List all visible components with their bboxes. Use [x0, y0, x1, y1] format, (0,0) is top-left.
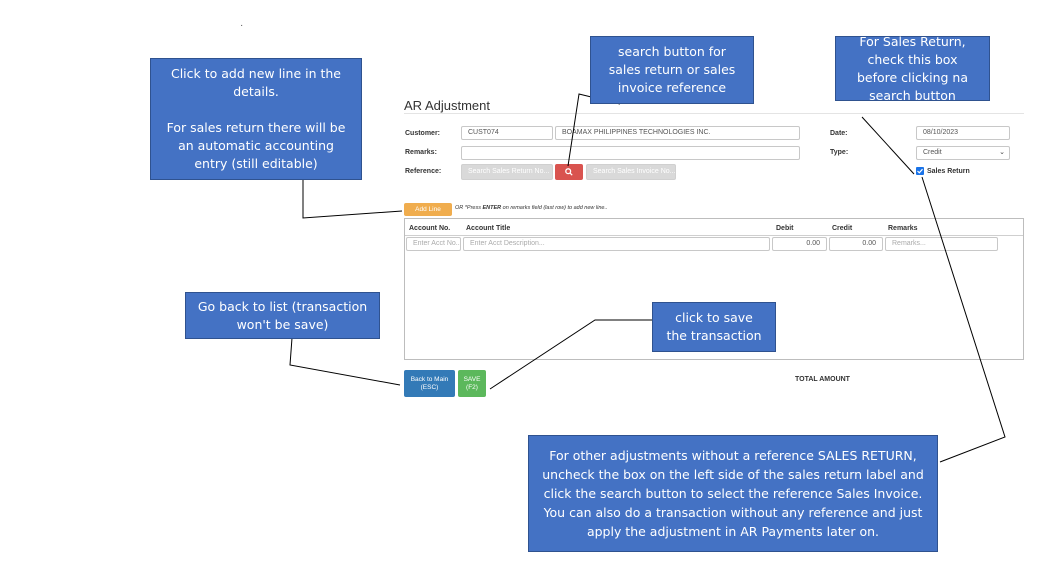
chevron-down-icon: ⌄	[999, 149, 1005, 156]
header-debit: Debit	[776, 225, 794, 232]
callout-sales-return-text: For Sales Return, check this box before …	[856, 33, 969, 103]
add-line-hint: OR *Press ENTER on remarks field (last r…	[455, 205, 608, 211]
details-table	[404, 218, 1024, 360]
header-divider	[405, 235, 1023, 236]
acct-description-input[interactable]: Enter Acct Description...	[463, 237, 770, 251]
sales-invoice-search-input[interactable]: Search Sales Invoice No...	[586, 164, 676, 180]
search-connector	[567, 93, 621, 167]
callout-save-text: click to save the transaction	[666, 310, 762, 343]
callout-other-text: For other adjustments without a referenc…	[542, 448, 924, 539]
remarks-input[interactable]	[461, 146, 800, 160]
save-connector	[489, 319, 652, 390]
callout-search-text: search button for sales return or sales …	[608, 44, 736, 95]
sales-return-checkbox[interactable]	[916, 167, 924, 175]
stray-mark: ·	[240, 20, 244, 31]
search-icon	[565, 168, 573, 176]
credit-input[interactable]: 0.00	[829, 237, 883, 251]
title-divider	[404, 113, 1024, 114]
type-label: Type:	[830, 149, 849, 156]
type-select[interactable]: Credit ⌄	[916, 146, 1010, 160]
sales-return-connector	[861, 116, 915, 175]
callout-other-adjustments: For other adjustments without a referenc…	[528, 435, 938, 552]
hint-suffix: on remarks field (last row) to add new l…	[501, 205, 608, 211]
back-connector	[289, 337, 401, 386]
date-label: Date:	[830, 130, 848, 137]
callout-add-line-text-1: Click to add new line in the details.	[170, 66, 341, 99]
acct-no-input[interactable]: Enter Acct No...	[406, 237, 461, 251]
checkmark-icon	[917, 168, 923, 174]
debit-input[interactable]: 0.00	[772, 237, 827, 251]
save-button-shortcut: (F2)	[466, 383, 478, 391]
total-amount-label: TOTAL AMOUNT	[795, 376, 850, 383]
hint-key: ENTER	[482, 205, 502, 211]
header-credit: Credit	[832, 225, 853, 232]
callout-sales-return: For Sales Return, check this box before …	[835, 34, 990, 103]
save-button-label: SAVE	[463, 375, 481, 383]
customer-label: Customer:	[405, 130, 441, 137]
remarks-label: Remarks:	[405, 149, 437, 156]
save-button[interactable]: SAVE (F2)	[458, 370, 486, 397]
callout-add-line-text-2: For sales return there will be an automa…	[166, 120, 346, 171]
callout-search: search button for sales return or sales …	[590, 36, 754, 104]
reference-label: Reference:	[405, 168, 442, 175]
add-line-connector	[302, 178, 403, 219]
callout-back: Go back to list (transaction won't be sa…	[185, 292, 380, 339]
back-button-label: Back to Main	[410, 375, 449, 383]
header-account-title: Account Title	[466, 225, 511, 232]
sales-return-search-input[interactable]: Search Sales Return No...	[461, 164, 553, 180]
header-account-no: Account No.	[409, 225, 451, 232]
type-select-value: Credit	[923, 149, 942, 156]
page-title: AR Adjustment	[404, 98, 490, 113]
customer-name-input[interactable]: BOAMAX PHILIPPINES TECHNOLOGIES INC.	[555, 126, 800, 140]
sales-return-label: Sales Return	[927, 168, 970, 175]
back-to-main-button[interactable]: Back to Main (ESC)	[404, 370, 455, 397]
hint-prefix: OR *Press	[455, 205, 483, 211]
search-button[interactable]	[555, 164, 583, 180]
date-input[interactable]: 08/10/2023	[916, 126, 1010, 140]
back-button-shortcut: (ESC)	[420, 383, 439, 391]
customer-code-input[interactable]: CUST074	[461, 126, 553, 140]
callout-back-text: Go back to list (transaction won't be sa…	[197, 298, 368, 332]
callout-save: click to save the transaction	[652, 302, 776, 352]
callout-add-line: Click to add new line in the details. Fo…	[150, 58, 362, 180]
other-connector	[921, 176, 1006, 463]
add-line-button[interactable]: Add Line	[404, 203, 452, 216]
header-remarks: Remarks	[888, 225, 918, 232]
